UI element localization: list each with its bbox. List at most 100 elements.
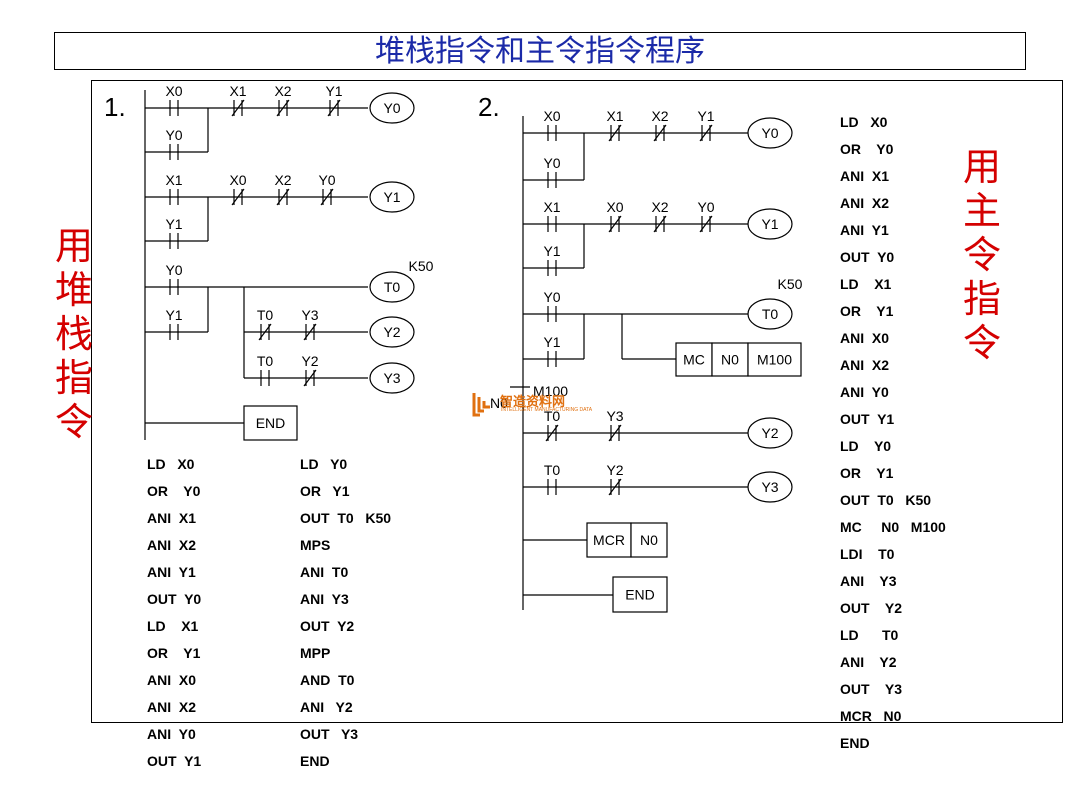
instruction-line: ANI X2 bbox=[840, 357, 890, 373]
contact-slash bbox=[608, 478, 622, 496]
left-label-char: 指 bbox=[54, 356, 93, 400]
instruction-line: ANI Y3 bbox=[840, 573, 897, 589]
contact-slash bbox=[699, 124, 713, 142]
contact-slash bbox=[608, 124, 622, 142]
contact-label: T0 bbox=[544, 462, 561, 478]
section-1-number: 1. bbox=[104, 92, 126, 122]
contact-label: Y1 bbox=[165, 307, 182, 323]
mcr-box-cell bbox=[586, 522, 632, 558]
contact-label: Y0 bbox=[697, 199, 714, 215]
instruction-line: ANI Y2 bbox=[300, 699, 353, 715]
coil bbox=[369, 181, 415, 213]
contact-label: X1 bbox=[543, 199, 560, 215]
contact-slash bbox=[545, 424, 559, 442]
instruction-line: LD Y0 bbox=[840, 438, 892, 454]
instruction-line: MPP bbox=[300, 645, 331, 661]
right-vertical-label: 用 主 令 指 令 bbox=[960, 145, 1004, 365]
instruction-line: OUT Y3 bbox=[840, 681, 902, 697]
instruction-line: ANI Y0 bbox=[147, 726, 196, 742]
instruction-line: MPS bbox=[300, 537, 331, 553]
right-label-char: 指 bbox=[962, 277, 1001, 321]
left-label-char: 用 bbox=[54, 224, 93, 268]
contact-slash bbox=[231, 99, 245, 117]
contact-label: X0 bbox=[606, 199, 623, 215]
contact-label: X1 bbox=[165, 172, 182, 188]
contact-label: Y1 bbox=[165, 216, 182, 232]
mcr-box-cell-label: N0 bbox=[640, 532, 658, 548]
instruction-line: ANI X2 bbox=[840, 195, 890, 211]
contact-label: X0 bbox=[229, 172, 246, 188]
contact-label: X2 bbox=[274, 172, 291, 188]
contact-label: Y2 bbox=[606, 462, 623, 478]
left-label-char: 栈 bbox=[54, 312, 93, 356]
instruction-line: ANI X1 bbox=[147, 510, 197, 526]
coil-label: Y1 bbox=[761, 216, 778, 232]
coil-label: Y0 bbox=[761, 125, 778, 141]
instruction-line: LD T0 bbox=[840, 627, 899, 643]
m100-label: M100 bbox=[533, 383, 568, 399]
contact-slash bbox=[699, 215, 713, 233]
instruction-line: ANI Y2 bbox=[840, 654, 897, 670]
n0-label: N0 bbox=[490, 395, 508, 411]
contact-label: T0 bbox=[257, 307, 274, 323]
watermark-logo-icon bbox=[472, 393, 490, 417]
instruction-line: END bbox=[840, 735, 870, 751]
watermark-text: 智造资料网 bbox=[500, 394, 566, 409]
contact-label: Y0 bbox=[165, 262, 182, 278]
contact-slash bbox=[608, 215, 622, 233]
instruction-line: OR Y1 bbox=[147, 645, 201, 661]
coil-label: Y3 bbox=[761, 479, 778, 495]
coil bbox=[369, 92, 415, 124]
contact-label: Y0 bbox=[165, 127, 182, 143]
instruction-line: LDI T0 bbox=[840, 546, 895, 562]
coil bbox=[747, 298, 793, 330]
contact-label: X2 bbox=[274, 83, 291, 99]
instruction-line: OUT Y1 bbox=[147, 753, 202, 769]
contact-slash bbox=[653, 124, 667, 142]
contact-label: T0 bbox=[257, 353, 274, 369]
contact-label: X0 bbox=[165, 83, 182, 99]
instruction-line: OUT Y0 bbox=[147, 591, 202, 607]
end-box-label: END bbox=[625, 587, 655, 603]
instruction-line: AND T0 bbox=[300, 672, 355, 688]
instruction-line: MC N0 M100 bbox=[840, 519, 946, 535]
left-label-char: 令 bbox=[54, 400, 93, 444]
contact-slash bbox=[276, 188, 290, 206]
contact-slash bbox=[231, 188, 245, 206]
contact-slash bbox=[320, 188, 334, 206]
instruction-line: ANI X1 bbox=[840, 168, 890, 184]
instruction-line: OR Y1 bbox=[300, 483, 350, 499]
right-label-char: 用 bbox=[962, 145, 1001, 189]
contact-slash bbox=[327, 99, 341, 117]
coil-label: Y1 bbox=[383, 189, 400, 205]
left-label-char: 堆 bbox=[54, 268, 93, 312]
contact-label: Y1 bbox=[543, 334, 560, 350]
contact-slash bbox=[276, 99, 290, 117]
instruction-line: OR Y0 bbox=[147, 483, 201, 499]
contact-slash bbox=[608, 424, 622, 442]
instruction-line: LD X1 bbox=[840, 276, 892, 292]
coil-label: Y2 bbox=[383, 324, 400, 340]
mcr-box-cell-label: MCR bbox=[593, 532, 625, 548]
contact-label: Y2 bbox=[301, 353, 318, 369]
instruction-line: OUT Y1 bbox=[840, 411, 895, 427]
coil bbox=[369, 316, 415, 348]
mcr-box-cell bbox=[630, 522, 668, 558]
contact-label: Y0 bbox=[318, 172, 335, 188]
instruction-line: OUT T0 K50 bbox=[840, 492, 932, 508]
contact-label: Y0 bbox=[543, 155, 560, 171]
coil-label: Y3 bbox=[383, 370, 400, 386]
coil-label: T0 bbox=[762, 306, 779, 322]
right-label-char: 令 bbox=[962, 321, 1001, 365]
page-title: 堆栈指令和主令指令程序 bbox=[375, 34, 705, 69]
contact-label: X0 bbox=[543, 108, 560, 124]
timer-setting: K50 bbox=[778, 276, 803, 292]
contact-label: Y1 bbox=[697, 108, 714, 124]
contact-label: X2 bbox=[651, 199, 668, 215]
contact-label: Y1 bbox=[325, 83, 342, 99]
contact-label: Y1 bbox=[543, 243, 560, 259]
instruction-line: OR Y1 bbox=[840, 465, 894, 481]
instruction-line: ANI Y1 bbox=[147, 564, 196, 580]
